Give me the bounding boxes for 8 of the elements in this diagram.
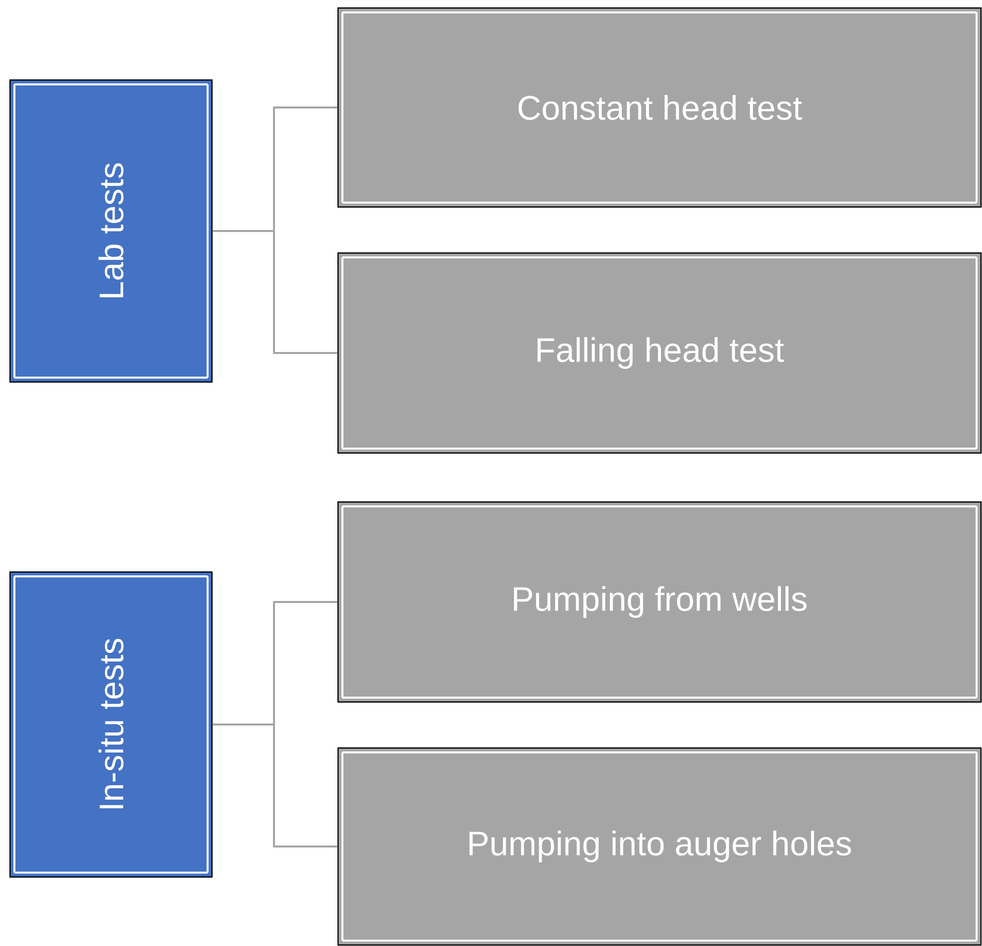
connector-line [212, 230, 338, 354]
test-box: Pumping into auger holes [337, 747, 982, 946]
category-box: Lab tests [9, 79, 213, 383]
connector-line [212, 724, 338, 848]
test-box: Pumping from wells [337, 501, 982, 703]
test-box: Constant head test [337, 7, 982, 208]
category-box: In-situ tests [9, 571, 213, 878]
test-box: Falling head test [337, 252, 982, 454]
